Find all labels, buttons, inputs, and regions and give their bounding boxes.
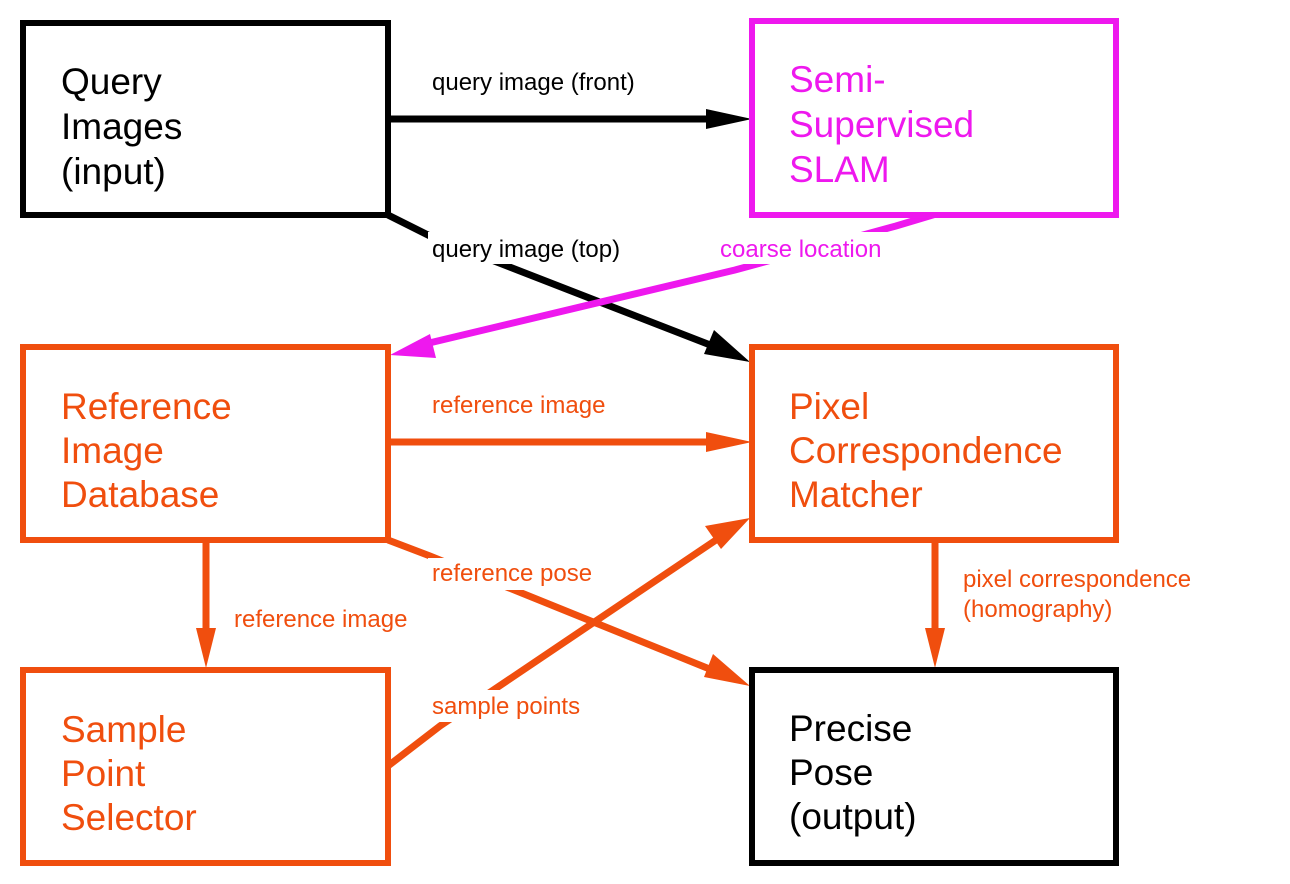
edge-sample-points: [385, 518, 750, 769]
edge-label-query-top: query image (top): [432, 236, 620, 263]
edge-reference-image-to-selector: [196, 540, 216, 668]
node-pixel-correspondence-matcher: Pixel Correspondence Matcher: [749, 344, 1119, 543]
edge-label-backing: [428, 558, 624, 590]
arrowhead-icon: [704, 654, 750, 686]
arrowhead-icon: [705, 518, 750, 549]
edge-labels: query image (front) query image (top) co…: [234, 69, 1191, 722]
arrowhead-icon: [390, 334, 436, 358]
node-semi-supervised-slam: Semi- Supervised SLAM: [749, 18, 1119, 218]
node-query-images: Query Images (input): [20, 20, 391, 218]
edge-label-query-front: query image (front): [432, 69, 635, 96]
node-label: Reference Image Database: [61, 386, 242, 515]
node-label: Semi- Supervised SLAM: [789, 59, 984, 190]
edge-reference-pose: [386, 536, 750, 686]
edge-label-pixel-correspondence: pixel correspondence(homography): [963, 566, 1191, 623]
node-reference-image-database: Reference Image Database: [20, 344, 391, 543]
node-label: Query Images (input): [61, 61, 193, 192]
edge-label-coarse-location: coarse location: [720, 236, 881, 263]
arrowhead-icon: [196, 628, 216, 668]
edge-reference-image-to-matcher: [388, 432, 752, 452]
edge-label-backing: [428, 232, 654, 264]
edge-label-backing: [428, 690, 612, 722]
edge-label-sample-points: sample points: [432, 693, 580, 720]
edge-label-reference-pose: reference pose: [432, 560, 592, 587]
node-box: [749, 667, 1119, 866]
edge-pixel-correspondence: [925, 540, 945, 668]
arrowhead-icon: [925, 628, 945, 668]
edge-line: [385, 537, 718, 769]
node-box: [749, 344, 1119, 543]
node-sample-point-selector: Sample Point Selector: [20, 667, 391, 866]
node-box: [20, 667, 391, 866]
arrowhead-icon: [706, 109, 752, 129]
edge-label-backing: [716, 232, 914, 264]
edge-line: [386, 536, 719, 676]
node-box: [20, 20, 391, 218]
edge-label-reference-image-to-matcher: reference image: [432, 392, 605, 419]
node-label: Pixel Correspondence Matcher: [789, 386, 1073, 515]
arrowhead-icon: [704, 330, 750, 362]
edge-label-reference-image-to-selector: reference image: [234, 606, 407, 633]
node-label: Sample Point Selector: [61, 709, 197, 838]
node-precise-pose: Precise Pose (output): [749, 667, 1119, 866]
edge-query-front: [388, 109, 752, 129]
node-box: [749, 18, 1119, 218]
edges: [196, 109, 945, 769]
node-label: Precise Pose (output): [789, 708, 923, 837]
arrowhead-icon: [706, 432, 752, 452]
nodes: Query Images (input) Semi- Supervised SL…: [20, 18, 1119, 866]
node-box: [20, 344, 391, 543]
